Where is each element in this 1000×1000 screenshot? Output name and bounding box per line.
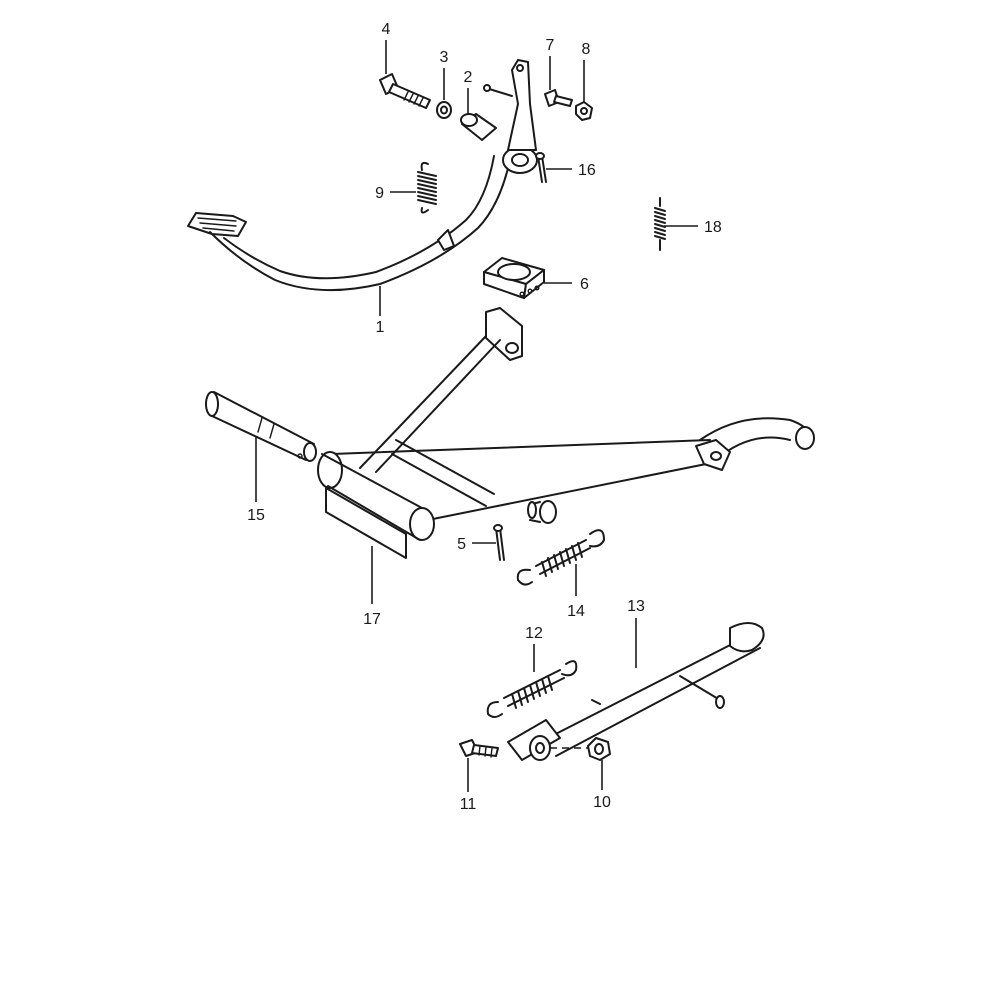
callout-2: 2: [464, 69, 473, 86]
callout-16: 16: [578, 162, 596, 179]
leader-lines: [255, 40, 698, 792]
callout-8: 8: [582, 41, 591, 58]
small-spring: [417, 161, 437, 214]
callout-14: 14: [567, 603, 585, 620]
callout-10: 10: [593, 794, 611, 811]
callout-17: 17: [363, 611, 381, 628]
stand-spring: [516, 529, 605, 586]
stand-cotter-pin: [493, 524, 505, 561]
callout-5: 5: [457, 536, 466, 553]
callout-1: 1: [376, 319, 385, 336]
nut: [575, 101, 593, 121]
callout-12: 12: [525, 625, 543, 642]
sleeve: [460, 113, 497, 141]
callout-18: 18: [704, 219, 722, 236]
callout-6: 6: [580, 276, 589, 293]
callout-15: 15: [247, 507, 265, 524]
callout-labels: 4 3 2 7 8 16 9 18 6 1 15 5 17 14 12 13 1…: [247, 21, 722, 813]
pedal-bolt: [379, 73, 431, 109]
tiny-spring: [654, 197, 666, 251]
side-stand-nut: [587, 737, 611, 761]
side-stand: [507, 622, 765, 761]
stand-pin: [527, 500, 557, 524]
callout-9: 9: [375, 185, 384, 202]
callout-13: 13: [627, 598, 645, 615]
pivot-shaft: [205, 391, 317, 462]
callout-3: 3: [440, 49, 449, 66]
brake-pedal-arm: [187, 59, 538, 292]
side-stand-spring: [486, 660, 578, 718]
side-stand-bolt: [459, 739, 499, 758]
center-stand: [317, 307, 815, 559]
washer: [436, 101, 452, 119]
cotter-pin: [535, 152, 547, 183]
small-bolt: [544, 89, 573, 107]
callout-7: 7: [546, 37, 555, 54]
rubber-stopper: [483, 257, 545, 299]
callout-11: 11: [460, 796, 477, 813]
callout-4: 4: [382, 21, 391, 38]
